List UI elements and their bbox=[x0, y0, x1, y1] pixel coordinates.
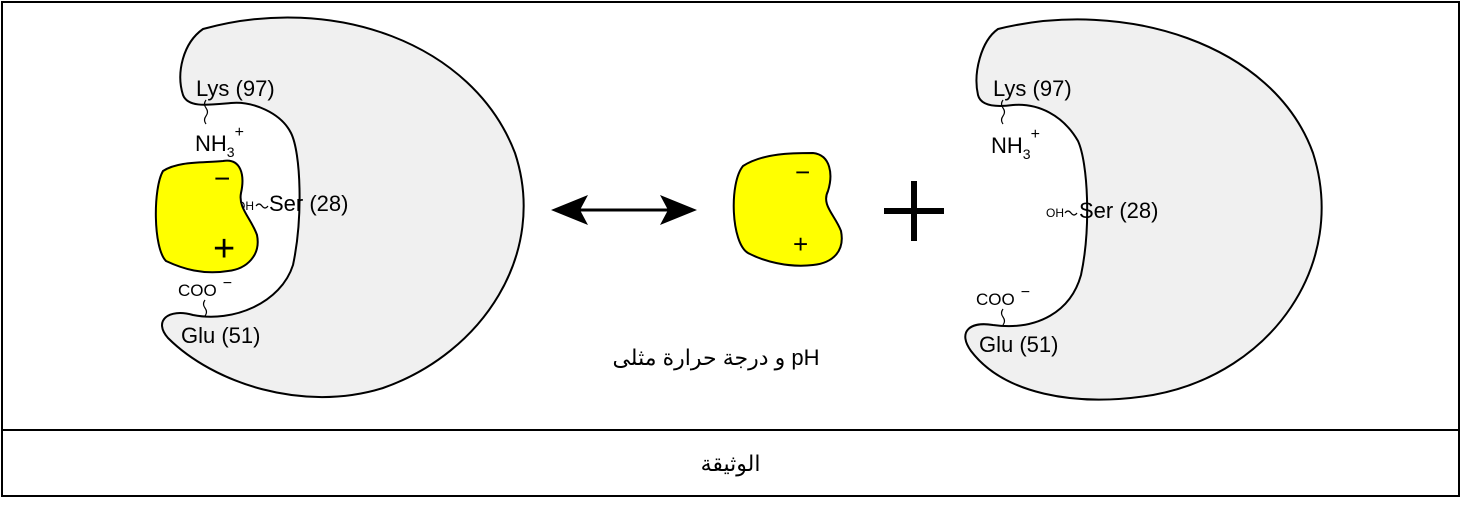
left-glu-label: Glu (51) bbox=[181, 323, 260, 348]
right-ser-label: Ser (28) bbox=[1079, 198, 1158, 223]
bound-substrate-negative: − bbox=[214, 163, 230, 194]
free-substrate-shape bbox=[732, 151, 843, 267]
right-nh3-label: NH bbox=[991, 133, 1023, 158]
svg-text:NH3+: NH3+ bbox=[195, 124, 244, 160]
right-ser-bond bbox=[1064, 210, 1078, 216]
plus-sign bbox=[884, 181, 944, 241]
free-substrate: − + bbox=[732, 151, 843, 267]
document-frame: Lys (97) NH3+ OH Ser (28) COO− Glu (51) … bbox=[1, 1, 1460, 497]
equilibrium-arrow bbox=[551, 195, 697, 225]
svg-text:NH3+: NH3+ bbox=[991, 126, 1040, 162]
right-nh3-charge: + bbox=[1031, 126, 1040, 143]
right-lys-label: Lys (97) bbox=[993, 76, 1072, 101]
left-enzyme-body bbox=[161, 16, 525, 399]
optimal-conditions-label: pH و درجة حرارة مثلى bbox=[612, 345, 819, 370]
right-glu-label: Glu (51) bbox=[979, 332, 1058, 357]
free-substrate-negative: − bbox=[795, 157, 810, 187]
free-substrate-positive: + bbox=[793, 229, 808, 259]
right-oh-label: OH bbox=[1046, 206, 1064, 220]
right-coo-label: COO bbox=[976, 290, 1015, 309]
left-ser-label: Ser (28) bbox=[269, 191, 348, 216]
left-coo-charge: − bbox=[223, 275, 232, 292]
right-enzyme: Lys (97) NH3+ OH Ser (28) COO− Glu (51) bbox=[964, 18, 1323, 401]
left-nh3-subscript: 3 bbox=[227, 144, 235, 160]
right-glu-bond bbox=[1000, 308, 1006, 326]
right-coo-charge: − bbox=[1021, 284, 1030, 301]
left-coo-label: COO bbox=[178, 281, 217, 300]
enzyme-substrate-diagram: Lys (97) NH3+ OH Ser (28) COO− Glu (51) … bbox=[154, 16, 1323, 401]
bound-substrate-shape bbox=[154, 159, 259, 274]
bound-substrate-positive: + bbox=[213, 228, 235, 270]
left-ser-bond bbox=[255, 203, 269, 209]
caption-divider bbox=[3, 429, 1458, 431]
left-lys-bond bbox=[203, 99, 209, 125]
right-lys-bond bbox=[1000, 99, 1006, 125]
left-nh3-label: NH bbox=[195, 131, 227, 156]
left-glu-bond bbox=[202, 299, 208, 317]
right-enzyme-body bbox=[964, 18, 1323, 401]
bound-substrate: − + bbox=[154, 159, 259, 274]
left-lys-label: Lys (97) bbox=[196, 76, 275, 101]
figure-caption: الوثيقة bbox=[700, 451, 761, 476]
svg-text:COO−: COO− bbox=[178, 275, 232, 300]
svg-text:COO−: COO− bbox=[976, 284, 1030, 309]
right-nh3-subscript: 3 bbox=[1023, 146, 1031, 162]
left-nh3-charge: + bbox=[235, 124, 244, 141]
left-enzyme: Lys (97) NH3+ OH Ser (28) COO− Glu (51) bbox=[161, 16, 525, 399]
